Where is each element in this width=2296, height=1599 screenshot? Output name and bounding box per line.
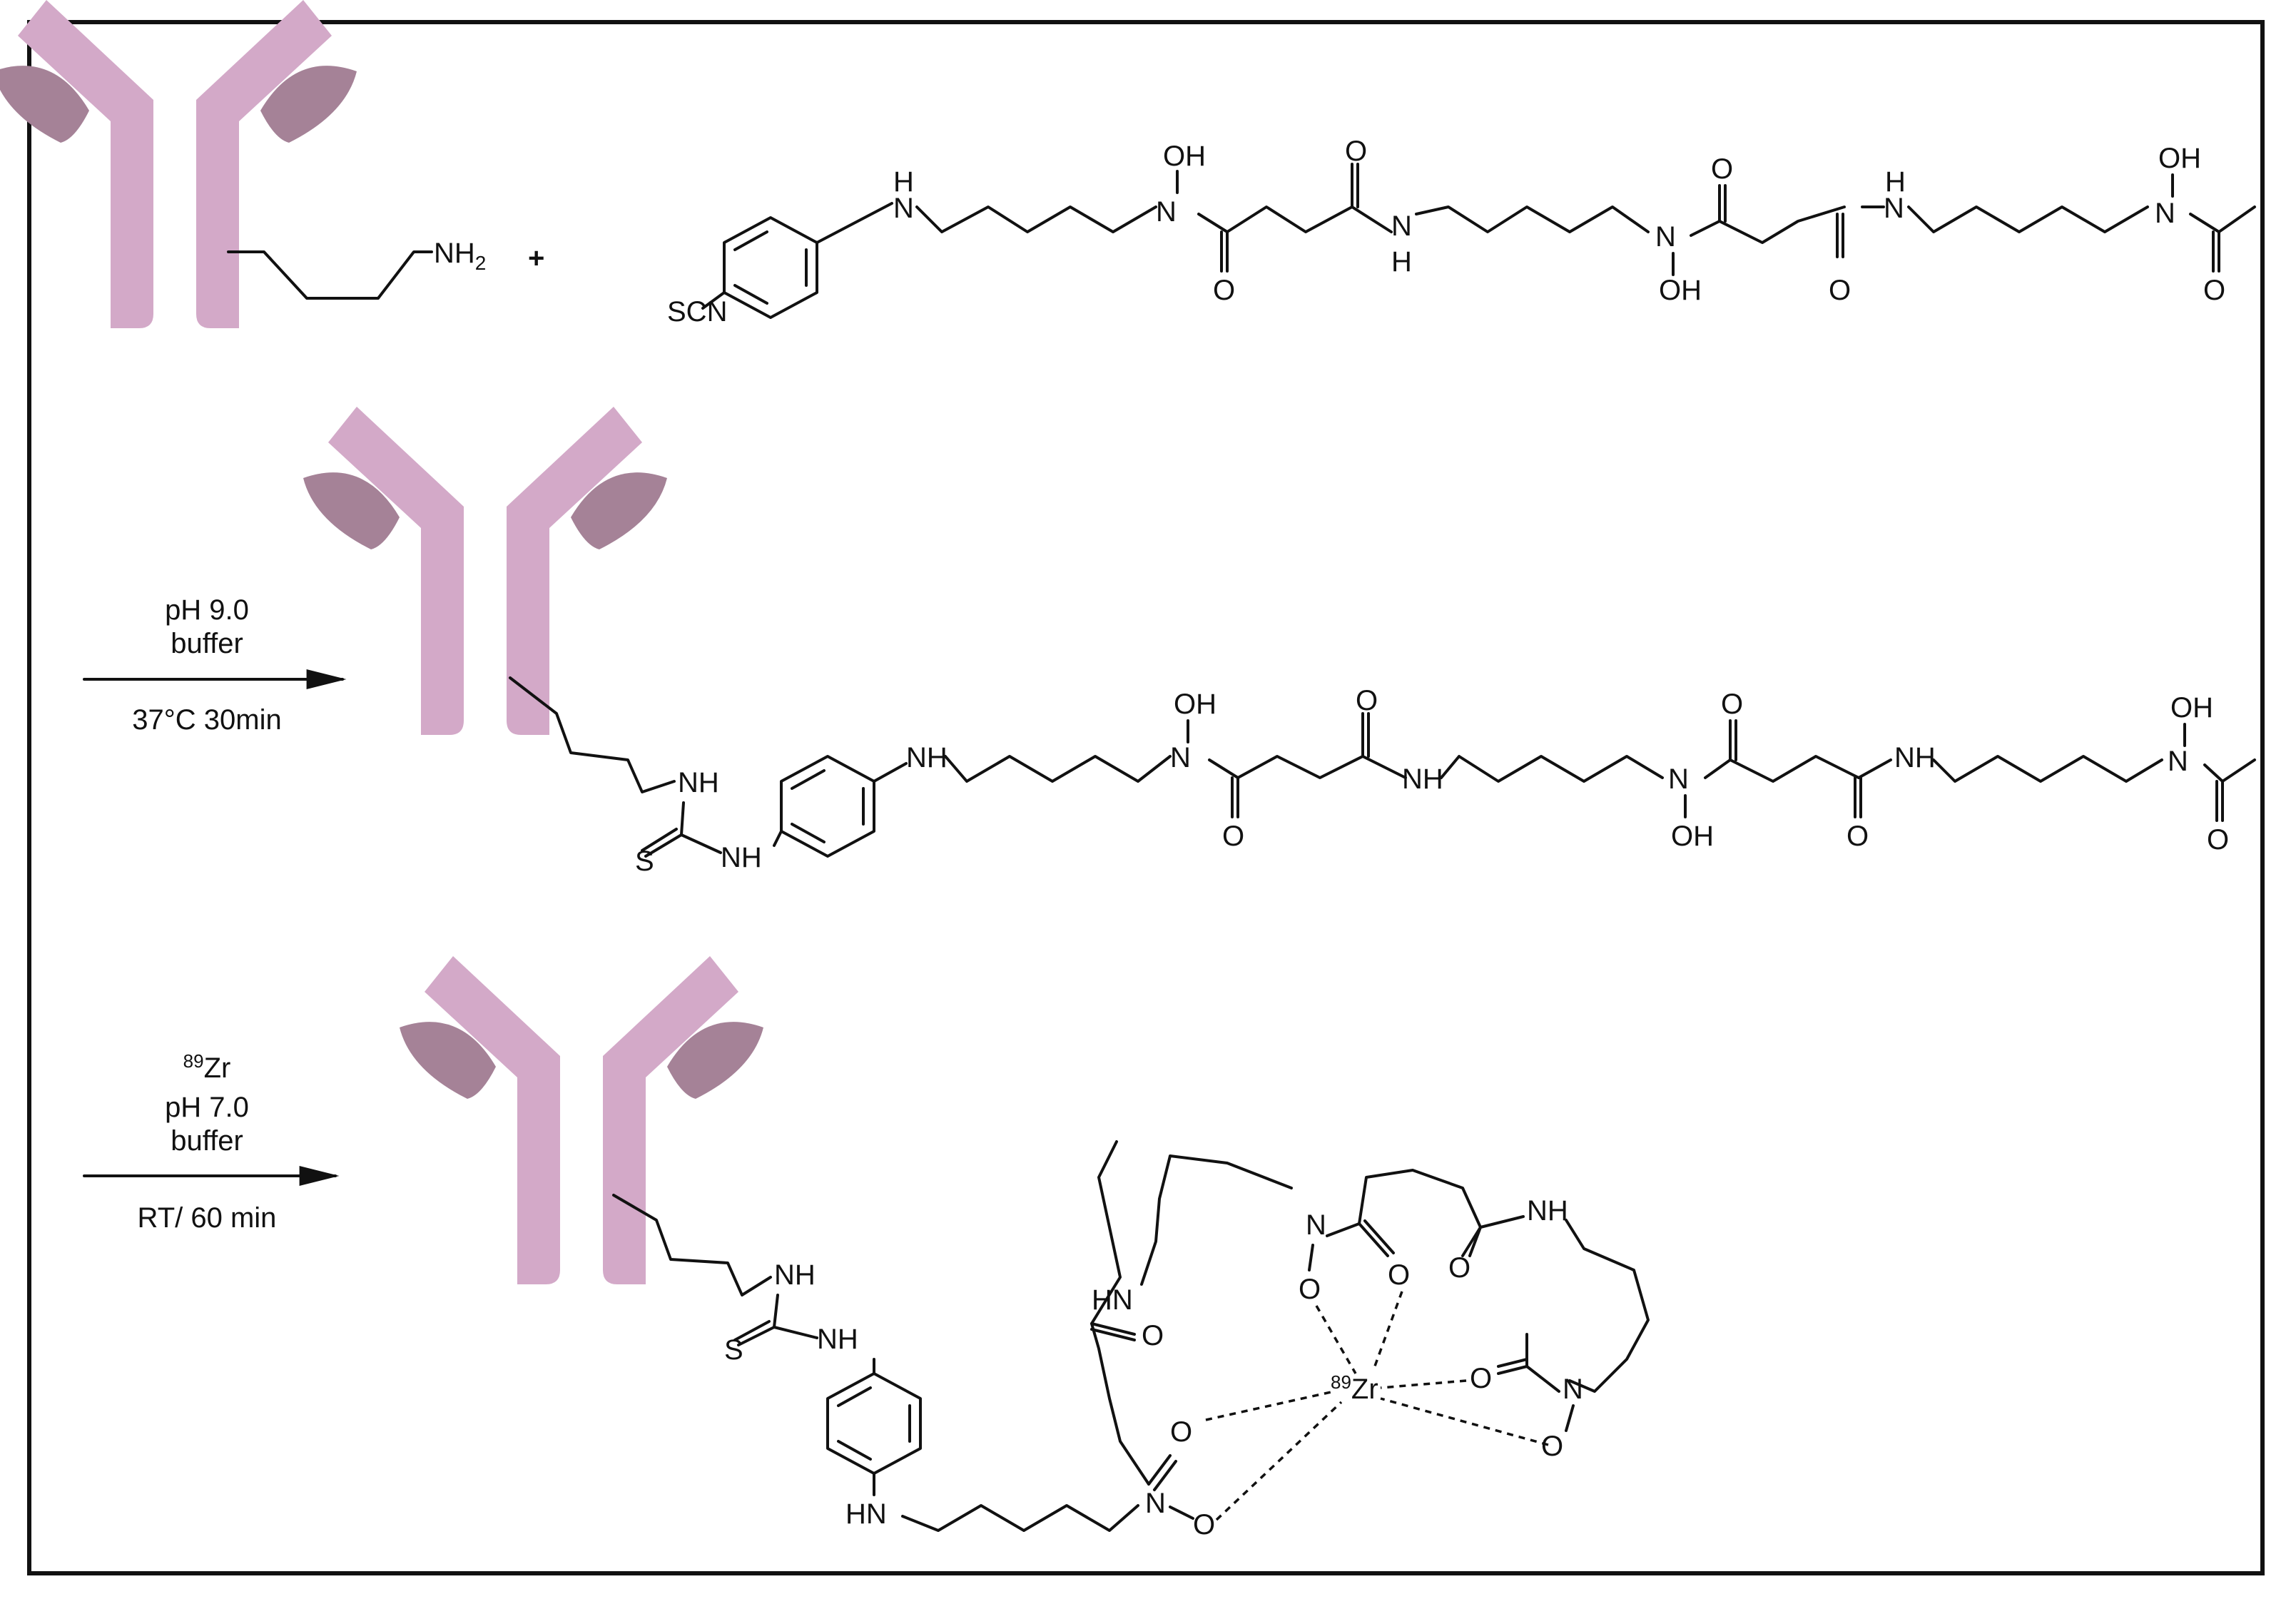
svg-text:OH: OH	[2170, 692, 2213, 724]
zr-dfo-complex: NH S NH HN N O O O HN N O O O	[612, 1140, 1650, 1540]
svg-text:O: O	[1711, 153, 1733, 185]
svg-text:OH: OH	[1163, 141, 1206, 172]
svg-text:N: N	[1306, 1209, 1326, 1241]
svg-text:O: O	[1388, 1259, 1410, 1291]
svg-text:O: O	[1448, 1252, 1470, 1284]
svg-text:NH: NH	[774, 1259, 816, 1291]
antibody-1	[0, 0, 357, 328]
svg-text:S: S	[635, 846, 654, 877]
svg-text:NH: NH	[817, 1324, 858, 1355]
svg-text:N: N	[1563, 1374, 1583, 1405]
benzene-ring-1	[723, 216, 818, 319]
svg-text:N: N	[1668, 763, 1689, 795]
svg-text:O: O	[2207, 824, 2229, 856]
svg-text:O: O	[1847, 821, 1869, 852]
svg-text:N: N	[1391, 210, 1412, 242]
lysine-chain-1	[227, 250, 433, 300]
svg-text:NH: NH	[1527, 1195, 1568, 1227]
svg-text:H: H	[1391, 246, 1412, 278]
svg-text:N: N	[2155, 198, 2175, 229]
svg-text:HN: HN	[845, 1498, 887, 1530]
svg-text:O: O	[1213, 275, 1235, 306]
svg-text:N: N	[1655, 221, 1676, 253]
svg-text:NH: NH	[678, 767, 719, 798]
svg-text:O: O	[1541, 1431, 1563, 1462]
svg-text:OH: OH	[1659, 275, 1702, 306]
conditions-2-isotope: 89Zr	[183, 1050, 231, 1084]
conditions-1-buffer: buffer	[171, 628, 243, 659]
svg-text:N: N	[1156, 196, 1177, 228]
svg-text:NH: NH	[1402, 763, 1443, 795]
conditions-2-ph: pH 7.0	[165, 1092, 249, 1123]
svg-text:H: H	[1885, 166, 1906, 198]
benzene-ring-2	[780, 755, 875, 858]
svg-text:N: N	[1170, 742, 1191, 773]
svg-text:OH: OH	[1671, 821, 1714, 852]
isothiocyanate-label: SCN	[667, 296, 727, 328]
svg-text:S: S	[724, 1334, 743, 1366]
svg-text:N: N	[1145, 1488, 1166, 1519]
amine-label: NH2	[434, 238, 486, 274]
svg-text:NH: NH	[906, 742, 948, 773]
svg-text:H: H	[893, 166, 914, 198]
zirconium-label: 89Zr	[1331, 1371, 1378, 1405]
svg-text:O: O	[1356, 685, 1378, 716]
svg-text:OH: OH	[2158, 143, 2201, 174]
svg-text:O: O	[1193, 1509, 1215, 1540]
dfo-ncs-molecule: SCN H N N OH O O N H N OH O O N H N OH	[667, 136, 2256, 328]
svg-text:O: O	[1222, 821, 1244, 852]
conditions-1-ph: pH 9.0	[165, 594, 249, 626]
benzene-ring-3	[826, 1372, 922, 1475]
svg-text:N: N	[893, 193, 914, 224]
svg-text:O: O	[1142, 1320, 1164, 1351]
svg-text:O: O	[1829, 275, 1851, 306]
conditions-2-buffer: buffer	[171, 1125, 243, 1157]
svg-text:O: O	[1299, 1274, 1321, 1305]
antibody-2	[303, 407, 667, 735]
plus-sign: +	[528, 243, 544, 274]
svg-text:O: O	[1721, 689, 1743, 720]
svg-text:OH: OH	[1174, 689, 1216, 720]
svg-text:O: O	[1345, 136, 1367, 167]
svg-text:O: O	[2203, 275, 2225, 306]
conditions-2-rt-time: RT/ 60 min	[138, 1202, 277, 1234]
conditions-1-temp-time: 37°C 30min	[132, 704, 281, 736]
antibody-3	[400, 956, 763, 1284]
svg-text:O: O	[1170, 1416, 1192, 1448]
svg-text:N: N	[1884, 193, 1904, 224]
svg-text:HN: HN	[1092, 1284, 1133, 1316]
diagram-frame	[27, 20, 2265, 1575]
dfo-antibody-conjugate: NH S NH NH N OH O O NH N OH O O	[509, 676, 2256, 877]
svg-text:O: O	[1470, 1363, 1492, 1394]
svg-text:NH: NH	[721, 842, 762, 873]
svg-text:NH: NH	[1894, 742, 1936, 773]
svg-text:N: N	[2168, 746, 2188, 777]
